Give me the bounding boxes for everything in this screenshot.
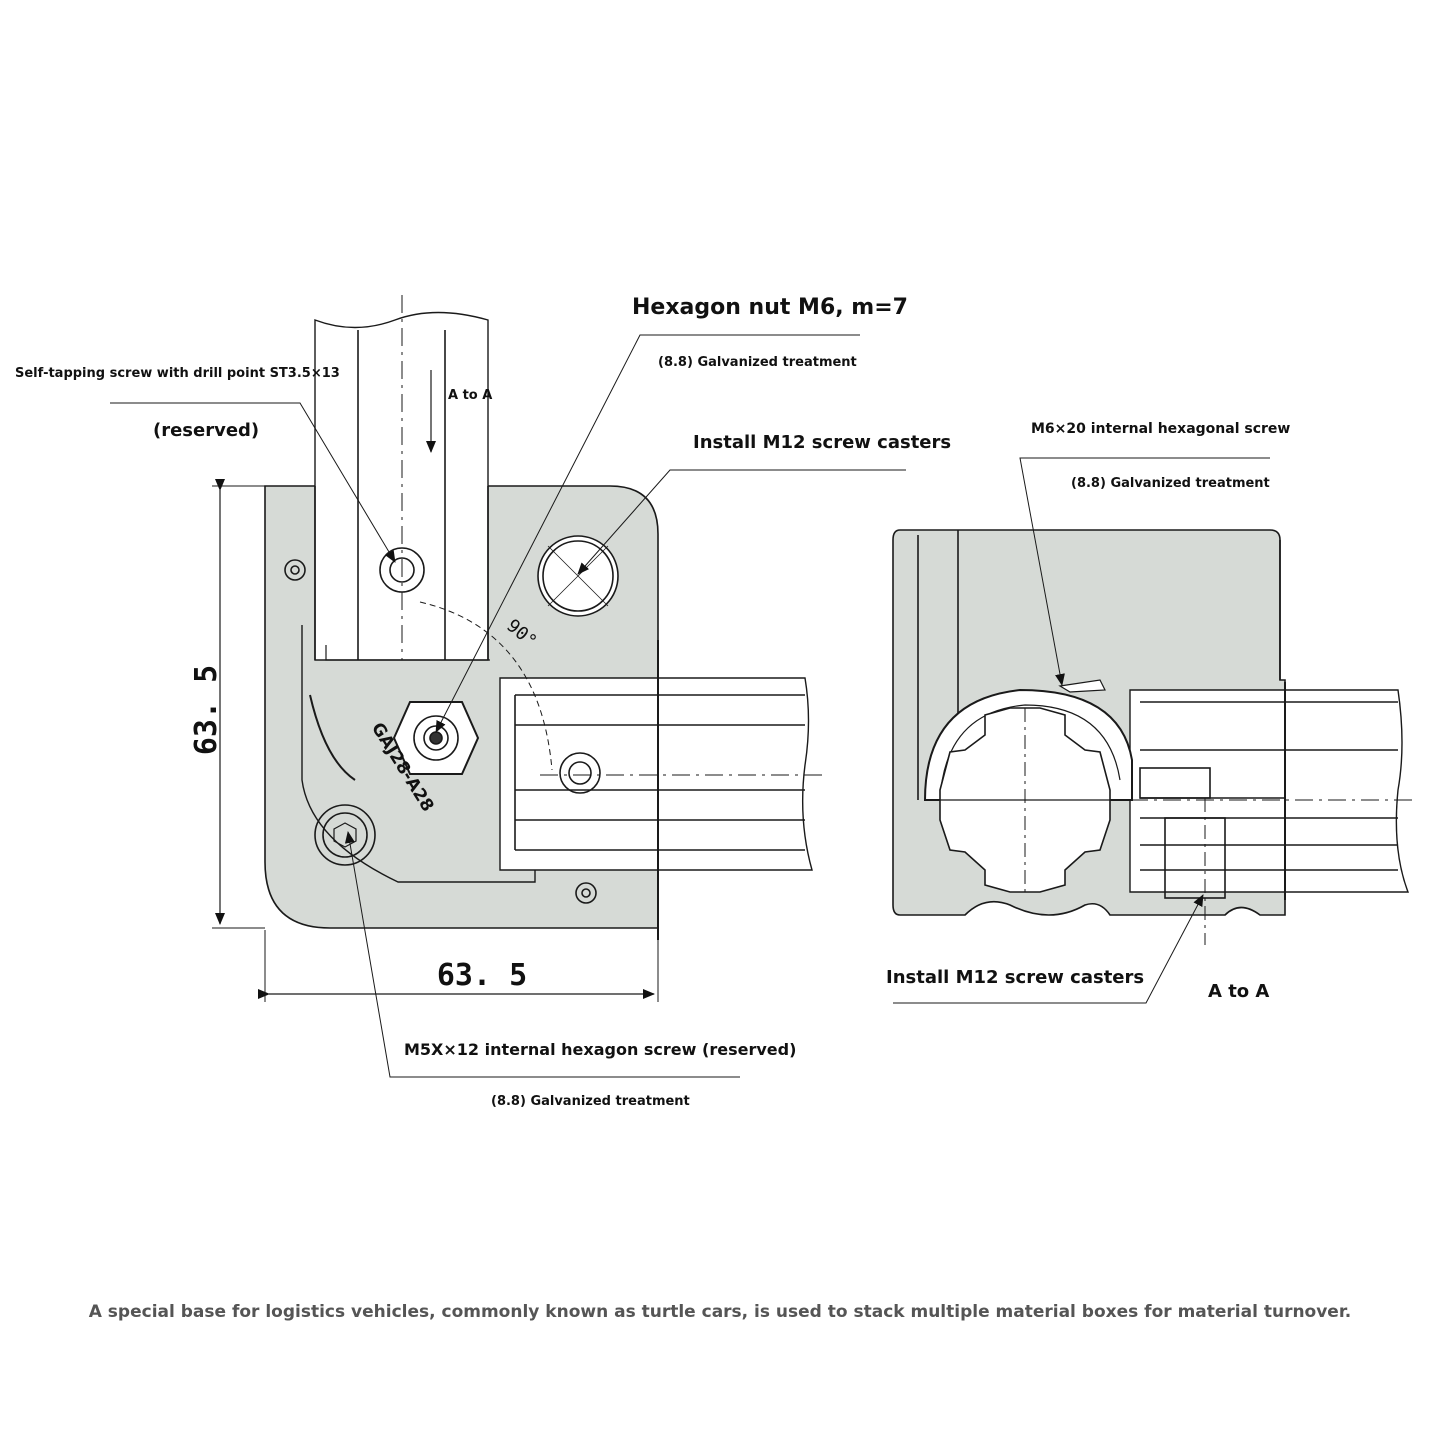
horizontal-tube — [499, 677, 813, 871]
leader-hex-nut — [435, 334, 860, 733]
label-m5-treatment: (8.8) Galvanized treatment — [491, 1094, 690, 1109]
right-view — [892, 457, 1418, 1004]
dim-vertical-text: 63. 5 — [189, 665, 224, 755]
label-m6-screw: M6×20 internal hexagonal screw — [1031, 421, 1291, 437]
label-m5-screw: M5X×12 internal hexagon screw (reserved) — [404, 1040, 797, 1059]
label-section-right: A to A — [1208, 981, 1270, 1002]
label-casters-right: Install M12 screw casters — [886, 967, 1145, 988]
label-reserved: (reserved) — [153, 420, 260, 441]
label-hex-nut-treatment: (8.8) Galvanized treatment — [658, 355, 857, 370]
dim-horizontal-text: 63. 5 — [437, 958, 527, 993]
label-section-top: A to A — [448, 388, 493, 403]
label-m6-treatment: (8.8) Galvanized treatment — [1071, 476, 1270, 491]
caption: A special base for logistics vehicles, c… — [88, 1302, 1352, 1322]
label-casters-left: Install M12 screw casters — [693, 432, 952, 453]
label-hex-nut: Hexagon nut M6, m=7 — [632, 295, 908, 320]
label-self-tapping: Self-tapping screw with drill point ST3.… — [15, 366, 340, 381]
leader-m5 — [344, 831, 740, 1078]
left-view — [110, 295, 906, 1078]
leader-caster-right — [893, 894, 1204, 1004]
leader-m6 — [1019, 457, 1270, 686]
leader-self-tapping — [110, 402, 396, 563]
leader-caster — [577, 469, 906, 575]
